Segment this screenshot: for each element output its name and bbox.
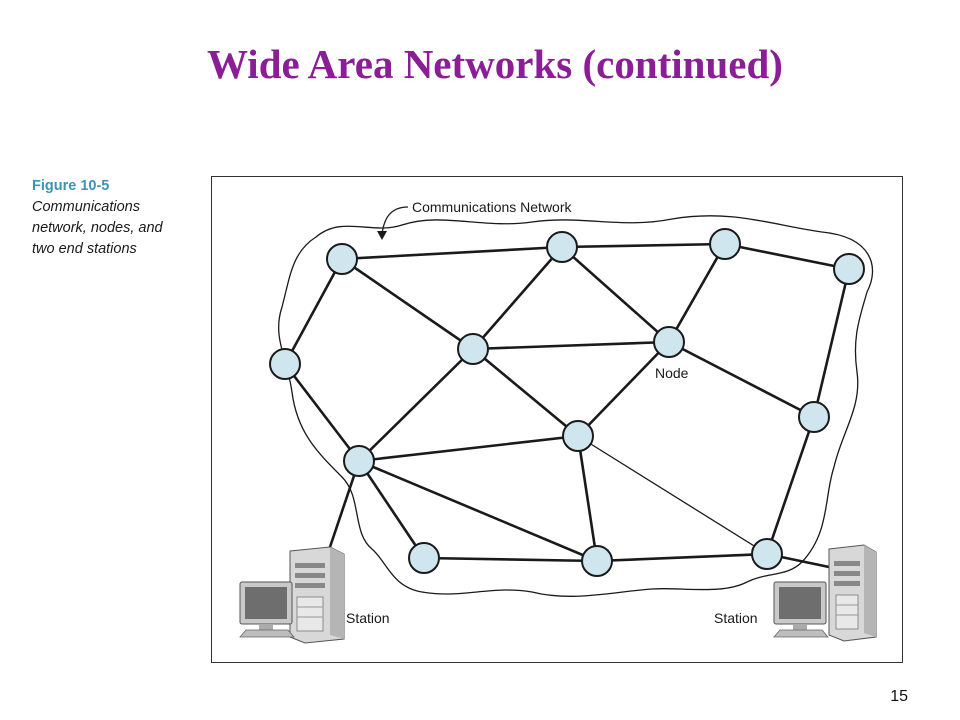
computer-monitor-icon [773, 581, 829, 638]
node [709, 228, 741, 260]
node [751, 538, 783, 570]
station-right: Station [714, 544, 877, 642]
node-label: Node [655, 365, 689, 381]
node [798, 401, 830, 433]
caption-line-1: Communications [32, 199, 140, 215]
node [562, 420, 594, 452]
network-nodes [269, 228, 865, 577]
slide-title: Wide Area Networks (continued) [207, 41, 783, 87]
node [653, 326, 685, 358]
caption-line-3: two end stations [32, 241, 137, 257]
thin-link [577, 435, 768, 555]
node [343, 445, 375, 477]
network-boundary [278, 215, 874, 597]
computer-monitor-icon [239, 581, 295, 638]
figure-number: Figure 10-5 [32, 178, 110, 194]
node [326, 243, 358, 275]
station-right-label: Station [714, 610, 758, 626]
figure-frame: Communications Network [211, 176, 903, 663]
server-tower-icon [289, 546, 345, 644]
network-label: Communications Network [412, 199, 572, 215]
network-label-arrow [381, 206, 409, 235]
node [408, 542, 440, 574]
station-left: Station [239, 546, 390, 644]
network-diagram: Communications Network [239, 199, 877, 644]
caption-line-2: network, nodes, and [32, 220, 163, 236]
station-left-label: Station [346, 610, 390, 626]
figure-caption: Figure 10-5 Communications network, node… [32, 176, 202, 260]
network-links [283, 242, 851, 569]
network-label-arrowhead [377, 231, 387, 240]
node [269, 348, 301, 380]
node [581, 545, 613, 577]
node [546, 231, 578, 263]
node [833, 253, 865, 285]
node [457, 333, 489, 365]
server-tower-icon [828, 544, 877, 642]
page-number: 15 [890, 688, 908, 705]
